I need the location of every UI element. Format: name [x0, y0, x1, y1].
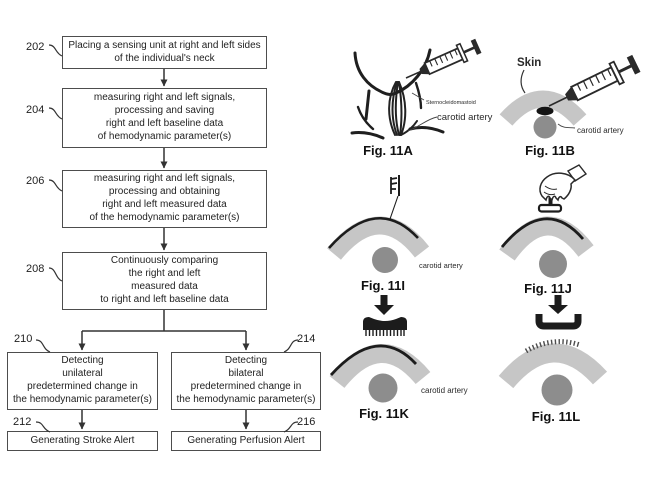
fig-11l-illustration: [495, 293, 650, 408]
fig-11k-illustration: carotid artery: [328, 293, 478, 406]
ref-label-212: 212: [13, 416, 31, 428]
down-arrow-icon: [374, 295, 394, 315]
fig-11b-illustration: Skin carotid artery: [498, 28, 650, 143]
ref-label-204: 204: [26, 104, 44, 116]
ref-connector-210: [36, 340, 50, 352]
ref-label-202: 202: [26, 41, 44, 53]
artery-label: carotid artery: [437, 112, 493, 123]
carotid-artery-circle: [369, 374, 398, 403]
fig-11a-caption: Fig. 11A: [338, 143, 438, 158]
artery-pointer-line: [558, 124, 575, 128]
comb-device-icon: [363, 317, 407, 336]
flowchart-box-204: measuring right and left signals, proces…: [62, 88, 267, 148]
ref-connector-208: [49, 268, 62, 281]
artery-label: carotid artery: [577, 126, 624, 135]
flowchart-box-202-text: Placing a sensing unit at right and left…: [68, 40, 260, 66]
fig-11i-caption: Fig. 11I: [333, 278, 433, 293]
ref-label-208: 208: [26, 263, 44, 275]
muscle-label: Sternocleidomastoid: [426, 100, 476, 106]
flowchart-box-206-text: measuring right and left signals, proces…: [89, 173, 239, 224]
ref-connector-214: [284, 340, 298, 352]
carotid-artery-circle: [539, 250, 567, 278]
carotid-artery-circle: [534, 116, 557, 139]
carotid-artery-circle: [372, 247, 398, 273]
flowchart-box-210: Detecting unilateral predetermined chang…: [7, 352, 158, 410]
flowchart-box-202: Placing a sensing unit at right and left…: [62, 36, 267, 69]
flowchart-box-208: Continuously comparing the right and lef…: [62, 252, 267, 310]
skin-pointer-line: [521, 70, 525, 93]
fig-11b-caption: Fig. 11B: [500, 143, 600, 158]
ref-connector-206: [49, 180, 62, 191]
flowchart-box-214: Detecting bilateral predetermined change…: [171, 352, 321, 410]
flowchart-box-214-text: Detecting bilateral predetermined change…: [177, 355, 316, 406]
ref-label-206: 206: [26, 175, 44, 187]
down-arrow-icon: [548, 295, 568, 314]
flowchart-box-216: Generating Perfusion Alert: [171, 431, 321, 451]
fig-11j-illustration: [495, 165, 650, 281]
device-base: [539, 205, 561, 212]
flowchart-box-208-text: Continuously comparing the right and lef…: [100, 255, 228, 306]
sensing-unit-shape: [537, 107, 554, 115]
bracket-device-icon: [539, 314, 578, 326]
hand-icon: [540, 165, 586, 200]
needle-tool-icon: [390, 175, 399, 219]
fig-11a-illustration: Sternocleidomastoid carotid artery: [340, 28, 505, 143]
ref-label-216: 216: [297, 416, 315, 428]
ref-connector-202: [49, 45, 62, 56]
flowchart-box-206: measuring right and left signals, proces…: [62, 170, 267, 228]
fig-11i-illustration: carotid artery: [325, 168, 475, 278]
fig-11k-caption: Fig. 11K: [334, 406, 434, 421]
artery-label: carotid artery: [421, 386, 468, 395]
flowchart-box-212: Generating Stroke Alert: [7, 431, 158, 451]
skin-label: Skin: [517, 57, 541, 69]
carotid-artery-circle: [542, 375, 573, 406]
artery-label: carotid artery: [419, 261, 463, 270]
ref-label-214: 214: [297, 333, 315, 345]
branch-line: [82, 310, 246, 331]
flowchart-box-212-text: Generating Stroke Alert: [31, 435, 135, 448]
ref-connector-204: [49, 108, 62, 119]
flowchart-box-204-text: measuring right and left signals, proces…: [94, 92, 235, 143]
ref-label-210: 210: [14, 333, 32, 345]
flowchart-box-210-text: Detecting unilateral predetermined chang…: [13, 355, 152, 406]
flowchart-box-216-text: Generating Perfusion Alert: [187, 435, 304, 448]
fig-11l-caption: Fig. 11L: [506, 409, 606, 424]
